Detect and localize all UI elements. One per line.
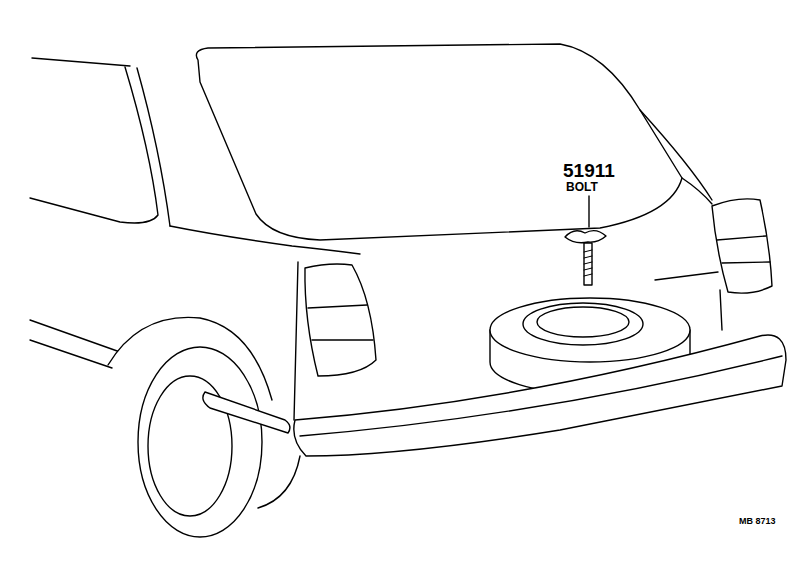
body-line [30,320,120,352]
bolt-head [565,231,606,243]
part-name: BOLT [566,181,598,193]
figure-code: MB 8713 [739,517,776,526]
spare-tire [523,303,643,345]
rear-window [196,44,682,240]
body-line [258,456,300,508]
tail-light [308,305,373,340]
side-window [30,67,158,223]
tail-light [305,264,376,376]
roof-line [32,58,130,66]
body-line [30,340,112,368]
bolt-thread [584,250,592,276]
body-line [682,178,712,204]
tail-light [712,199,772,293]
bumper [300,356,782,436]
bolt-shaft [584,243,592,285]
spare-tire [537,307,629,337]
tail-light [717,236,770,263]
c-pillar [137,68,170,226]
bumper [294,335,786,456]
body-line [170,226,360,254]
body-line [655,272,718,280]
spare-tire [490,298,690,362]
body-line [640,110,712,200]
body-line [294,262,298,420]
body-line [720,290,722,330]
side-marker [203,392,290,433]
callout-number: 51911 [563,161,615,180]
leader-line [588,196,589,227]
wheel [138,347,262,537]
